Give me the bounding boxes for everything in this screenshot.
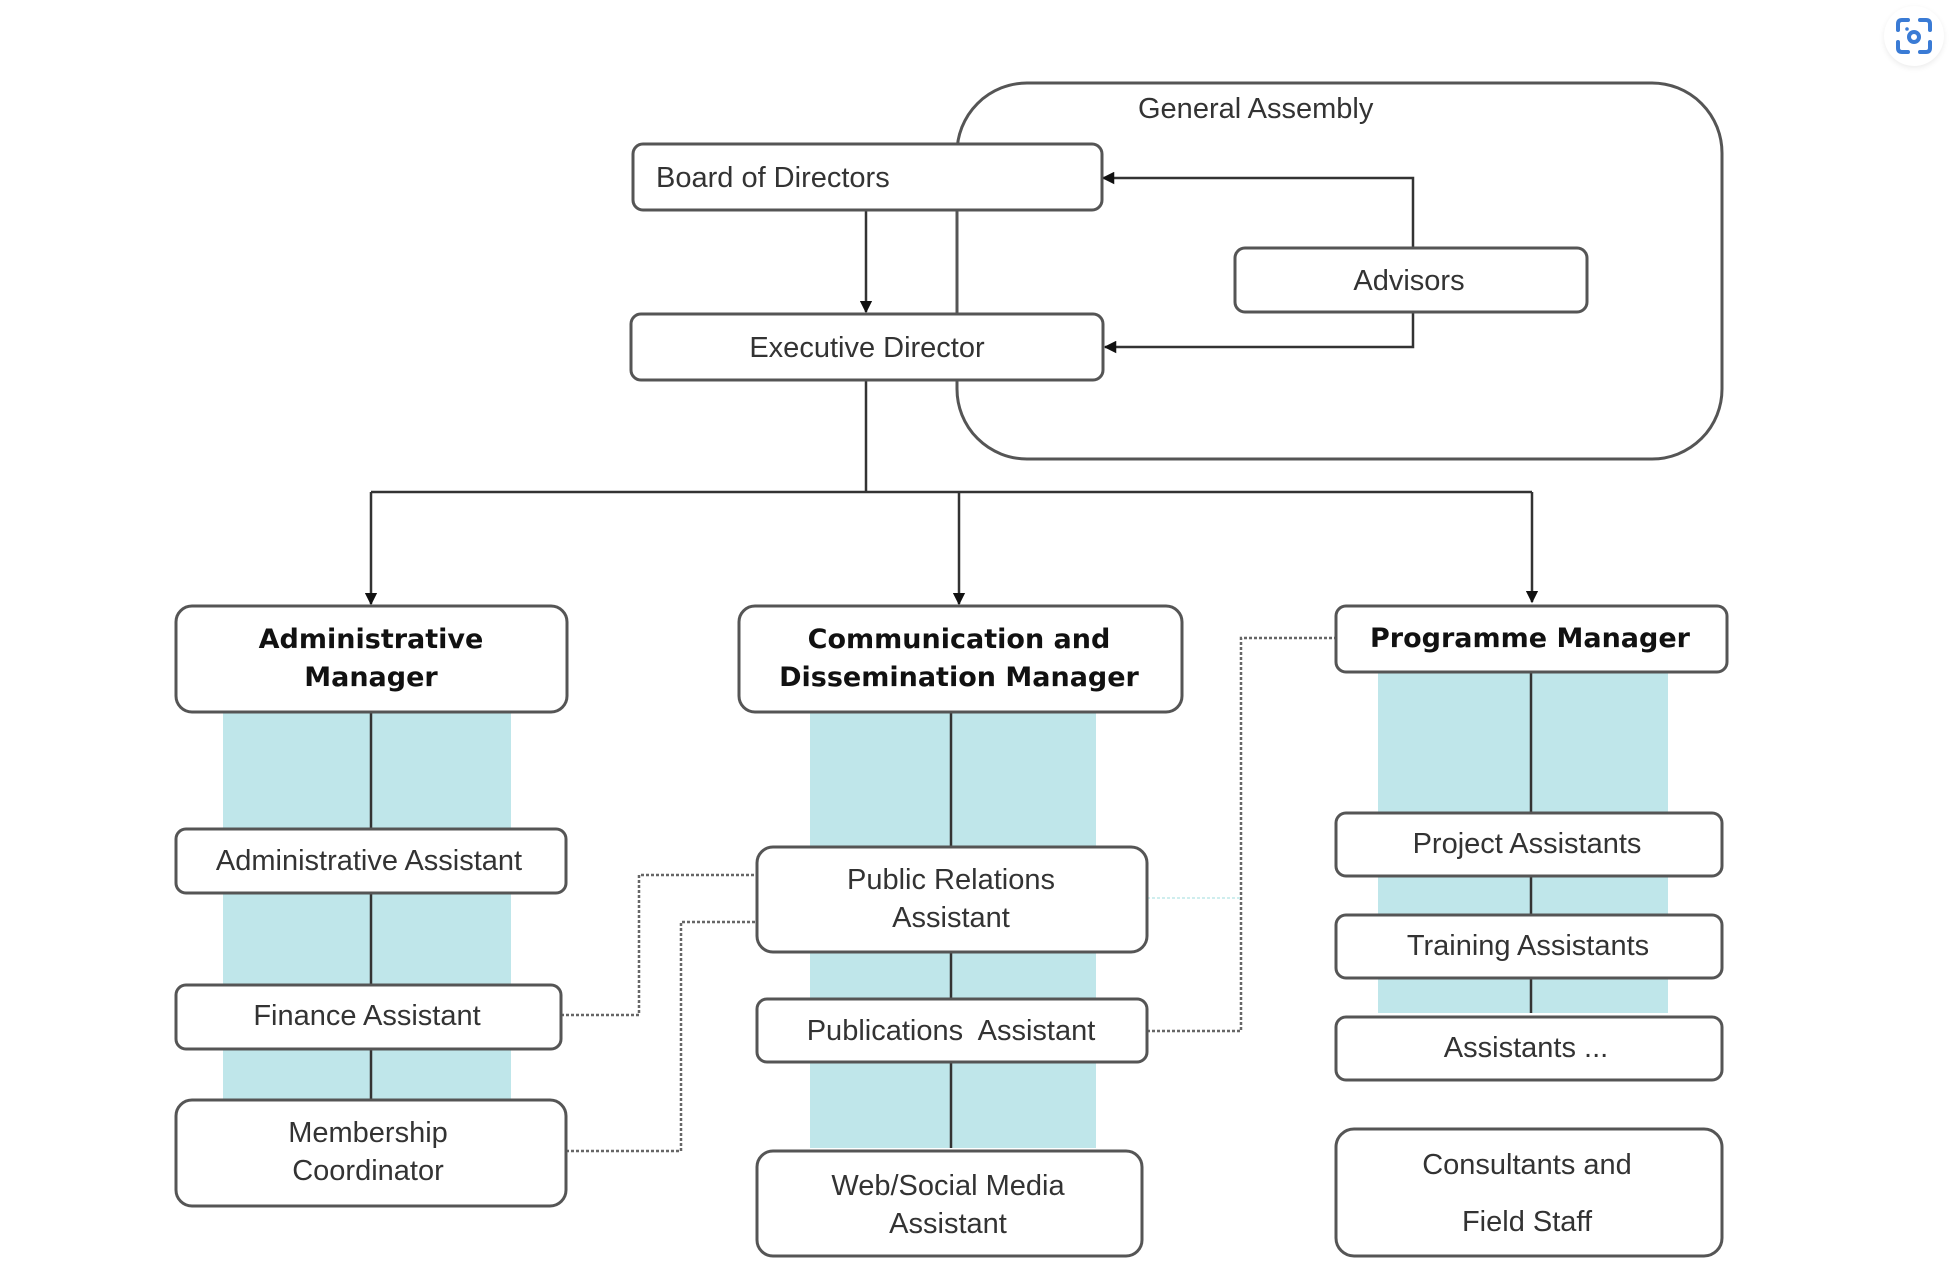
consultants-field-staff-label-line1: Consultants and [1422,1149,1632,1181]
administrative-assistant-label: Administrative Assistant [216,845,522,877]
public-relations-assistant-label-line2: Assistant [892,902,1010,934]
admin-manager-label-line2: Manager [304,662,438,693]
general-assembly-group [955,81,1724,461]
consultants-field-staff-label-line2: Field Staff [1462,1206,1593,1238]
administrative-assistant-box[interactable] [174,827,568,895]
executive-director-label: Executive Director [749,332,985,364]
finance-to-pr-dotted-link [561,873,757,1017]
finance-assistant-box[interactable] [174,983,563,1051]
project-assistants-box[interactable] [1334,811,1724,878]
other-assistants-label: Assistants ... [1444,1032,1608,1064]
advisors-label: Advisors [1353,265,1464,297]
advisors-to-board-arrow [1101,171,1415,247]
programme-manager-box[interactable] [1334,604,1729,674]
comm-manager-label-line1: Communication and [808,624,1111,655]
membership-coordinator-label-line2: Coordinator [292,1155,444,1187]
finance-assistant-label: Finance Assistant [253,1000,480,1032]
publications-assistant-box[interactable] [755,997,1149,1064]
comm-manager-label-line2: Dissemination Manager [779,662,1139,693]
board-of-directors-box[interactable] [631,142,1104,212]
admin-manager-label-line1: Administrative [259,624,484,655]
other-assistants-box[interactable] [1334,1015,1724,1082]
board-of-directors-label: Board of Directors [656,162,890,194]
web-social-media-assistant-label-line2: Assistant [889,1208,1007,1240]
web-social-media-assistant-box[interactable] [755,1149,1144,1258]
publications-to-programme-dotted-link [1147,636,1336,1033]
general-assembly-label: General Assembly [1138,93,1374,125]
membership-coordinator-label-line1: Membership [288,1117,448,1149]
project-assistants-label: Project Assistants [1413,828,1642,860]
advisors-box[interactable] [1233,246,1589,314]
web-social-media-assistant-label-line1: Web/Social Media [831,1170,1065,1202]
public-relations-assistant-label-line1: Public Relations [847,864,1055,896]
visual-search-button[interactable] [1884,6,1944,66]
programme-manager-label: Programme Manager [1370,623,1691,654]
training-assistants-box[interactable] [1334,913,1724,980]
membership-to-pr-dotted-link [566,920,757,1153]
executive-director-box[interactable] [629,312,1105,382]
membership-coordinator-box[interactable] [174,1098,568,1208]
public-relations-assistant-box[interactable] [755,845,1149,954]
publications-assistant-label: Publications Assistant [807,1015,1096,1047]
training-assistants-label: Training Assistants [1407,930,1649,962]
visual-search-icon [1896,18,1932,54]
advisors-to-executive-arrow [1103,312,1415,354]
consultants-field-staff-box[interactable] [1334,1127,1724,1258]
comm-manager-box[interactable] [737,604,1184,714]
admin-manager-box[interactable] [174,604,569,714]
